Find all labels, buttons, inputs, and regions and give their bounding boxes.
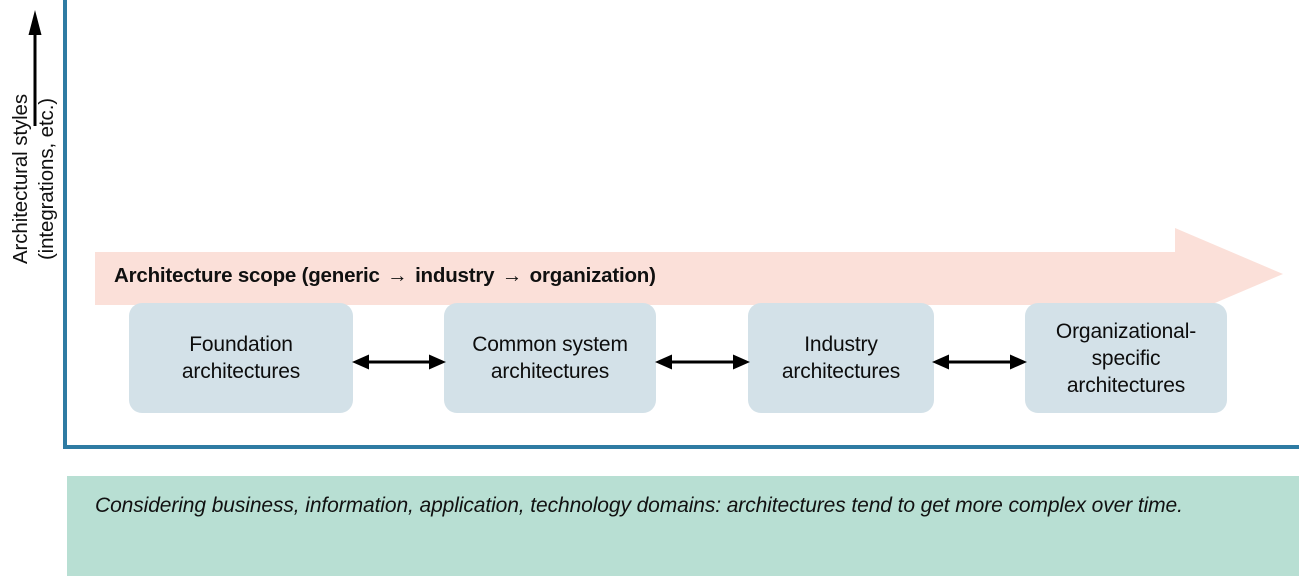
node-label-line-1: Common system (472, 333, 628, 356)
axis-horizontal-line (63, 445, 1299, 449)
node-industry-architectures[interactable]: Industry architectures (748, 303, 934, 413)
connector-foundation-common-icon (352, 351, 446, 373)
architecture-scope-label: Architecture scope (generic → industry →… (114, 264, 656, 288)
node-organizational-specific-architectures[interactable]: Organizational- specific architectures (1025, 303, 1227, 413)
y-axis-direction-arrow-icon (28, 8, 42, 126)
caption-banner: Considering business, information, appli… (67, 476, 1299, 576)
node-common-system-architectures[interactable]: Common system architectures (444, 303, 656, 413)
connector-common-industry-icon (655, 351, 750, 373)
node-label-line-1: Organizational- (1055, 319, 1197, 343)
scope-label-suffix: organization) (529, 264, 656, 287)
scope-label-mid: industry (415, 264, 495, 287)
y-axis-label: Architectural styles (integrations, etc.… (5, 0, 63, 369)
node-label-line-1: Industry (804, 333, 878, 356)
node-label-line-2: specific (1091, 346, 1161, 370)
node-label-line-2: architectures (781, 360, 901, 383)
scope-label-prefix: Architecture scope (generic (114, 264, 380, 287)
axis-vertical-line (63, 0, 67, 449)
y-axis-label-line-2: (integrations, etc.) (35, 97, 58, 261)
node-label-line-2: architectures (490, 360, 610, 383)
scope-arrow-2-icon: → (501, 264, 523, 287)
architecture-scope-arrow-shape (95, 228, 1283, 322)
connector-industry-organizational-icon (932, 351, 1027, 373)
node-label-line-1: Foundation (189, 333, 293, 356)
caption-text: Considering business, information, appli… (95, 494, 1183, 517)
node-foundation-architectures[interactable]: Foundation architectures (129, 303, 353, 413)
scope-arrow-1-icon: → (387, 264, 408, 287)
node-label-line-2: architectures (181, 360, 301, 383)
y-axis-label-line-1: Architectural styles (9, 93, 32, 265)
node-label-line-3: architectures (1066, 373, 1186, 397)
